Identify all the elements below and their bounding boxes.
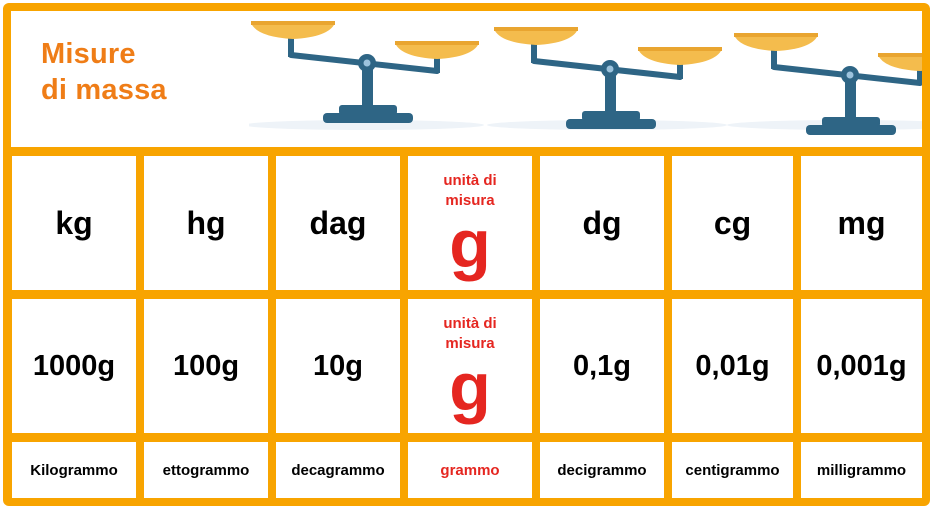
unit-symbol: mg xyxy=(837,204,886,241)
unit-symbol: hg xyxy=(186,204,226,241)
unit-name: centigrammo xyxy=(685,461,780,479)
scales-illustration xyxy=(249,11,922,147)
symbol-cell-hg: hg xyxy=(144,156,268,290)
value-cell-dag: 10g xyxy=(276,299,400,433)
name-cell-dag: decagrammo xyxy=(276,442,400,498)
unit-symbol: cg xyxy=(713,204,752,241)
value-cell-kg: 1000g xyxy=(12,299,136,433)
value-cell-hg: 100g xyxy=(144,299,268,433)
value-cell-cg: 0,01g xyxy=(672,299,793,433)
title-line-1: Misure xyxy=(41,38,136,70)
balance-scale-icon xyxy=(494,27,722,129)
name-cell-cg: centigrammo xyxy=(672,442,793,498)
value-cell-dg: 0,1g xyxy=(540,299,664,433)
table-frame: Misure di massa xyxy=(3,3,930,506)
symbol-cell-mg: mg xyxy=(801,156,922,290)
unit-value: 0,01g xyxy=(695,349,770,382)
unit-symbol: dg xyxy=(582,204,622,241)
unit-name: decigrammo xyxy=(557,461,647,479)
value-cell-mg: 0,001g xyxy=(801,299,922,433)
unit-value: 1000g xyxy=(32,349,116,382)
base-unit-note: unità di misura xyxy=(443,315,497,352)
title-line-2: di massa xyxy=(41,74,167,106)
base-unit-name: grammo xyxy=(440,461,500,479)
page-title: Misure di massa xyxy=(41,36,167,108)
symbol-cell-kg: kg xyxy=(12,156,136,290)
unit-name: decagrammo xyxy=(291,461,385,479)
unit-value: 100g xyxy=(172,349,240,382)
balance-scale-icon xyxy=(251,21,479,123)
unit-name: ettogrammo xyxy=(162,461,250,479)
symbol-cell-dag: dag xyxy=(276,156,400,290)
base-unit-symbol: g xyxy=(449,206,491,282)
header: Misure di massa xyxy=(11,11,922,147)
name-cell-kg: Kilogrammo xyxy=(12,442,136,498)
base-unit-value: g xyxy=(449,349,491,425)
unit-value: 0,001g xyxy=(816,349,907,382)
symbol-cell-g: unità di misura g xyxy=(408,156,532,290)
name-cell-hg: ettogrammo xyxy=(144,442,268,498)
unit-value: 10g xyxy=(313,349,363,382)
name-cell-dg: decigrammo xyxy=(540,442,664,498)
symbol-cell-dg: dg xyxy=(540,156,664,290)
balance-scale-icon xyxy=(734,33,922,135)
unit-symbol: kg xyxy=(55,204,93,241)
name-cell-g: grammo xyxy=(408,442,532,498)
unit-name: Kilogrammo xyxy=(30,461,118,479)
unit-name: milligrammo xyxy=(816,461,907,479)
base-unit-note: unità di misura xyxy=(443,172,497,209)
unit-value: 0,1g xyxy=(572,349,632,382)
name-cell-mg: milligrammo xyxy=(801,442,922,498)
unit-symbol: dag xyxy=(309,204,367,241)
scale-shadow xyxy=(249,120,484,130)
value-cell-g: unità di misura g xyxy=(408,299,532,433)
symbol-cell-cg: cg xyxy=(672,156,793,290)
